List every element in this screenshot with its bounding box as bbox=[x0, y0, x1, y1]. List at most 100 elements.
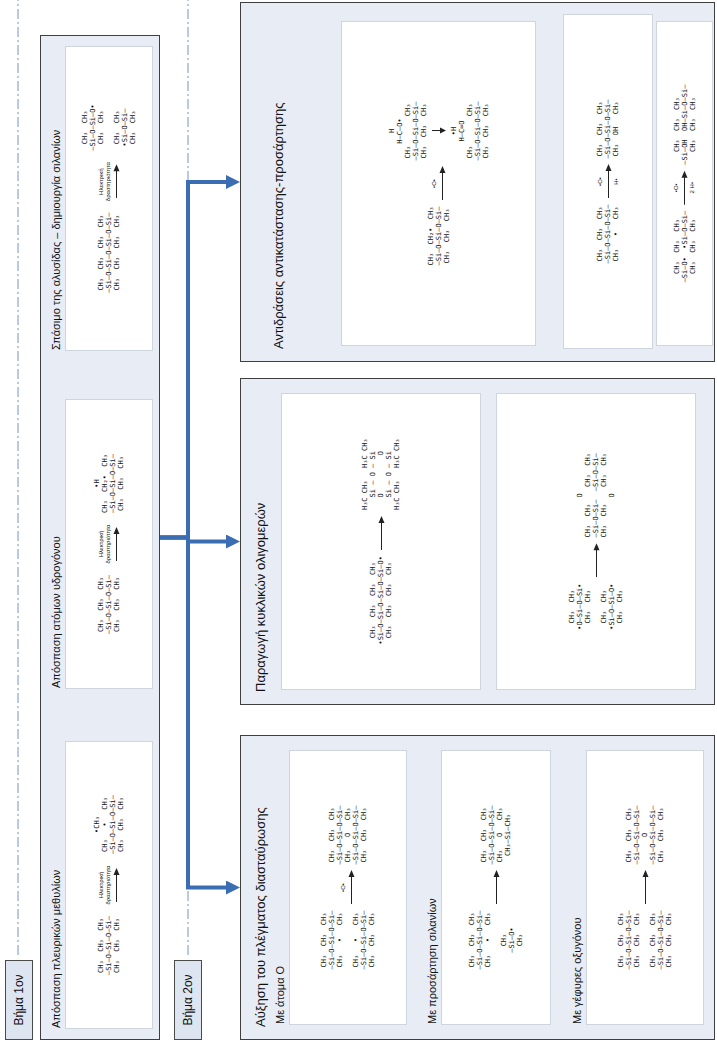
illustration-box: Σπάσιμο της αλυσίδας – δημιουργία σιλανί… bbox=[65, 46, 153, 351]
structural-formula: CH₃ CH₃ CH₃–Si–O–Si–O–Si–CH₃ CH₃ CH₃ bbox=[617, 911, 641, 970]
flow-arrow bbox=[160, 538, 234, 888]
structural-formula: HH–C–O•CH₃ CH₃–Si–O–Si–O–Si–CH₃ CH₃ CH₃ bbox=[388, 101, 428, 160]
structural-formula: •HH–C=OCH₃ CH₃–Si–O–Si–O–Si–CH₃ CH₃ CH₃ bbox=[450, 101, 490, 160]
reaction-arrow-line bbox=[113, 868, 120, 902]
reaction-arrow-line bbox=[113, 527, 120, 561]
formula-row: CH₃ CH₂• CH₃ bbox=[101, 454, 109, 513]
structural-formula: H₃C CH₃ H₃C CH₃Si – O – SiO OSi – O – Si… bbox=[361, 438, 401, 510]
formula-row: CH₃ CH₃ CH₃ bbox=[596, 102, 604, 157]
formula-row: CH₃ CH₃ CH₃ bbox=[97, 577, 105, 632]
arrow-label: 2 H• bbox=[689, 182, 696, 193]
arrow-label: •O• bbox=[673, 183, 680, 192]
formula-row: CH₃ CH₃ bbox=[600, 590, 608, 624]
formula-row: CH₃ CH₃ CH₃ bbox=[617, 913, 625, 968]
formula-row: CH₃ CH₃ CH₃ bbox=[113, 577, 121, 632]
section-heading: Με γέφυρες οξυγόνου bbox=[571, 917, 583, 1024]
structural-formula: CH₃ CH₃ CH₃–Si–O–Si–O–Si–CH₃ O CH₃–Si–O–… bbox=[328, 805, 368, 864]
reaction-scheme: CH₃ CH₃ CH₃–Si–O–Si–O–Si–CH₃ CH₃ CH₃Ηλεκ… bbox=[93, 454, 125, 634]
formula-row: •Si–O–Si–O• bbox=[608, 583, 616, 629]
formula-row: CH₃ CH₃ CH₃ bbox=[657, 808, 665, 863]
formula-row: CH₃ CH₃ CH₃ bbox=[673, 219, 681, 274]
reaction-scheme: CH₃ CH₃ CH₃–Si–O–Si–O–Si–CH₃ • CH₃CH₃–Si… bbox=[468, 805, 524, 969]
formula-row: •H bbox=[93, 479, 101, 487]
formula-row: H–C–O• bbox=[396, 118, 404, 143]
arrow-label: •O• bbox=[431, 179, 438, 188]
formula-row: –Si–O–Si–O–Si– bbox=[328, 911, 336, 970]
arrow-label: Ηλεκτρική δραστηριότητα bbox=[98, 860, 112, 910]
formula-row: CH₃ CH₃ CH₃ bbox=[117, 456, 125, 511]
structural-formula: CH₃ CH₃•Si–O–Si–O•CH₃ CH₃ bbox=[600, 583, 624, 629]
panel-heading: Αύξηση του πλέγματος διασταύρωσης bbox=[253, 807, 268, 1027]
reaction-arrow bbox=[377, 516, 386, 550]
reaction-arrow: Ηλεκτρική δραστηριότητα bbox=[98, 519, 121, 569]
formula-row: O O bbox=[377, 451, 385, 497]
structural-formula: CH₃ CH₃ CH₃–Si–O–Si–O–Si–CH₃ CH₃ CH₃ bbox=[97, 575, 121, 634]
formula-row: –Si–O–Si–O–Si– bbox=[604, 99, 612, 158]
formula-row: –Si–O–Si–O–Si– bbox=[488, 805, 496, 864]
formula-row: –Si–O–Si–O–Si– bbox=[105, 575, 113, 634]
step-label: Βήμα 2ον bbox=[181, 974, 195, 1025]
reaction-arrow-line bbox=[113, 165, 120, 199]
structural-formula: CH₃ CH₃ CH₃ CH₃–Si–O–Si–O–Si–O–Si–CH₃ CH… bbox=[97, 213, 121, 293]
formula-row: –Si–O–Si–O–Si– bbox=[352, 805, 360, 864]
reaction-arrow-line bbox=[493, 871, 500, 905]
formula-row: –Si–O–Si–O–Si– bbox=[105, 916, 113, 975]
illustration-box: Απόσπαση πλευρικών μεθυλίωνCH₃ CH₃ CH₃–S… bbox=[65, 741, 153, 1029]
formula-row: –Si–O–Si–O–Si– bbox=[412, 101, 420, 160]
formula-row: CH₃ • CH₃ bbox=[101, 797, 109, 852]
arrow-label: •O• bbox=[340, 883, 347, 892]
reaction-arrow: Ηλεκτρική δραστηριότητα bbox=[98, 157, 121, 207]
formula-row: CH₃ CH₃ CH₃ CH₃ bbox=[385, 562, 393, 638]
formula-row: CH₃ CH₃ CH₃ bbox=[596, 207, 604, 262]
formula-row: CH₃ CH₃ CH₃ bbox=[689, 97, 697, 152]
formula-row: CH₃ CH₃ bbox=[97, 111, 105, 145]
reaction-arrow bbox=[641, 871, 650, 905]
formula-row: O bbox=[576, 493, 584, 497]
formula-row: CH₃ bbox=[500, 934, 508, 947]
illustration-box: Με άτομα ΟCH₃ CH₃ CH₃–Si–O–Si–O–Si–CH₃ •… bbox=[289, 750, 407, 1025]
illustration-box: CH₃ CH₃•O–Si–O–Si•CH₃ CH₃CH₃ CH₃•Si–O–Si… bbox=[496, 393, 696, 690]
step-divider bbox=[17, 0, 18, 955]
step-label: Βήμα 1ον bbox=[12, 974, 26, 1025]
reaction-arrow: •O• bbox=[340, 871, 356, 905]
structural-formula: CH₃ • CH₃–Si–O–Si–O–Si–CH₃ CH₃ CH₃ bbox=[352, 911, 376, 970]
flow-arrow bbox=[160, 182, 234, 538]
formula-row: –Si–O–Si–O• bbox=[89, 104, 97, 150]
stage-panel: Παραγωγή κυκλικών ολιγομερώνCH₃ CH₃ CH₃ … bbox=[240, 378, 715, 705]
illustration-box: Με προσάρτηση σιλανίωνCH₃ CH₃ CH₃–Si–O–S… bbox=[441, 750, 551, 1025]
formula-row: CH₃ CH₃ bbox=[616, 590, 624, 624]
formula-row: –Si–O–Si– –Si–O–Si– bbox=[592, 453, 600, 537]
formula-row: –Si–O–Si–O–Si– bbox=[109, 795, 117, 854]
reaction-arrow-line bbox=[605, 165, 612, 199]
formula-row: CH₃ CH₃ CH₃ CH₃ bbox=[113, 215, 121, 291]
reaction-scheme: CH₃ CH₃ CH₃–Si–O–Si–O–Si–CH₃ • CH₃•O•H•C… bbox=[596, 99, 620, 263]
stage-panel: Απόσπαση πλευρικών μεθυλίωνCH₃ CH₃ CH₃–S… bbox=[40, 35, 160, 1040]
formula-row: CH₃ O CH₃ bbox=[344, 808, 352, 863]
formula-row: –Si–O• bbox=[508, 927, 516, 952]
formula-row: CH₃ CH₃ CH₃ bbox=[480, 808, 488, 863]
formula-row: CH₃–Si–CH₃ bbox=[504, 814, 512, 856]
formula-row: CH₃ CH₃ bbox=[129, 111, 137, 145]
illustration-box: CH₃ CH₃ CH₃–Si–O–Si–O–Si–CH₃ • CH₃•O•H•C… bbox=[563, 14, 653, 349]
reaction-scheme: CH₃ CH₃•O–Si–O–Si•CH₃ CH₃CH₃ CH₃•Si–O–Si… bbox=[568, 453, 624, 630]
formula-row: H bbox=[388, 129, 396, 133]
reaction-scheme: CH₃ CH₃ CH₃–Si–O• •Si–O–Si–CH₃ CH₃ CH₃•O… bbox=[673, 85, 697, 283]
formula-row: –Si–O–Si–O–Si– bbox=[435, 207, 443, 266]
step-label-box: Βήμα 1ον bbox=[5, 960, 33, 1040]
reaction-arrow bbox=[592, 543, 601, 577]
reaction-arrow bbox=[492, 871, 501, 905]
reaction-scheme: CH₃ CH₂• CH₃–Si–O–Si–O–Si–CH₃ CH₃ CH₃•O•… bbox=[388, 101, 490, 265]
formula-row: –Si–O–Si–O–Si– bbox=[474, 101, 482, 160]
reaction-scheme: CH₃ CH₃ CH₃ CH₃•Si–O–Si–O–Si–O–Si–O•CH₃ … bbox=[361, 438, 401, 644]
molecule-stack: CH₃ CH₃ CH₃–Si–O–Si–O–Si–CH₃ • CH₃CH₃–Si… bbox=[468, 911, 524, 970]
formula-row: H₃C CH₃ H₃C CH₃ bbox=[393, 438, 401, 510]
structural-formula: CH₃ CH₃ CH₃–Si–O–Si–O–Si–CH₃ CH₃ CH₃ bbox=[649, 911, 673, 970]
formula-row: •Si–O–Si– bbox=[121, 109, 129, 147]
formula-row: •H bbox=[450, 127, 458, 135]
structural-formula: CH₃ CH₃–Si–O–Si–O•CH₃ CH₃ bbox=[81, 104, 105, 150]
arrow-label: •O• bbox=[597, 177, 604, 186]
formula-row: CH₃ CH₃ CH₃ CH₃ bbox=[97, 215, 105, 291]
reaction-arrow-line bbox=[642, 871, 649, 905]
structural-formula: CH₃ CH₃ CH₃–Si–O–Si–O–Si–CH₃ O CH₃CH₃–Si… bbox=[480, 805, 512, 864]
structural-formula: CH₃ CH₃ CH₃–Si–O–Si–O–Si–CH₃ • CH₃ bbox=[596, 205, 620, 264]
